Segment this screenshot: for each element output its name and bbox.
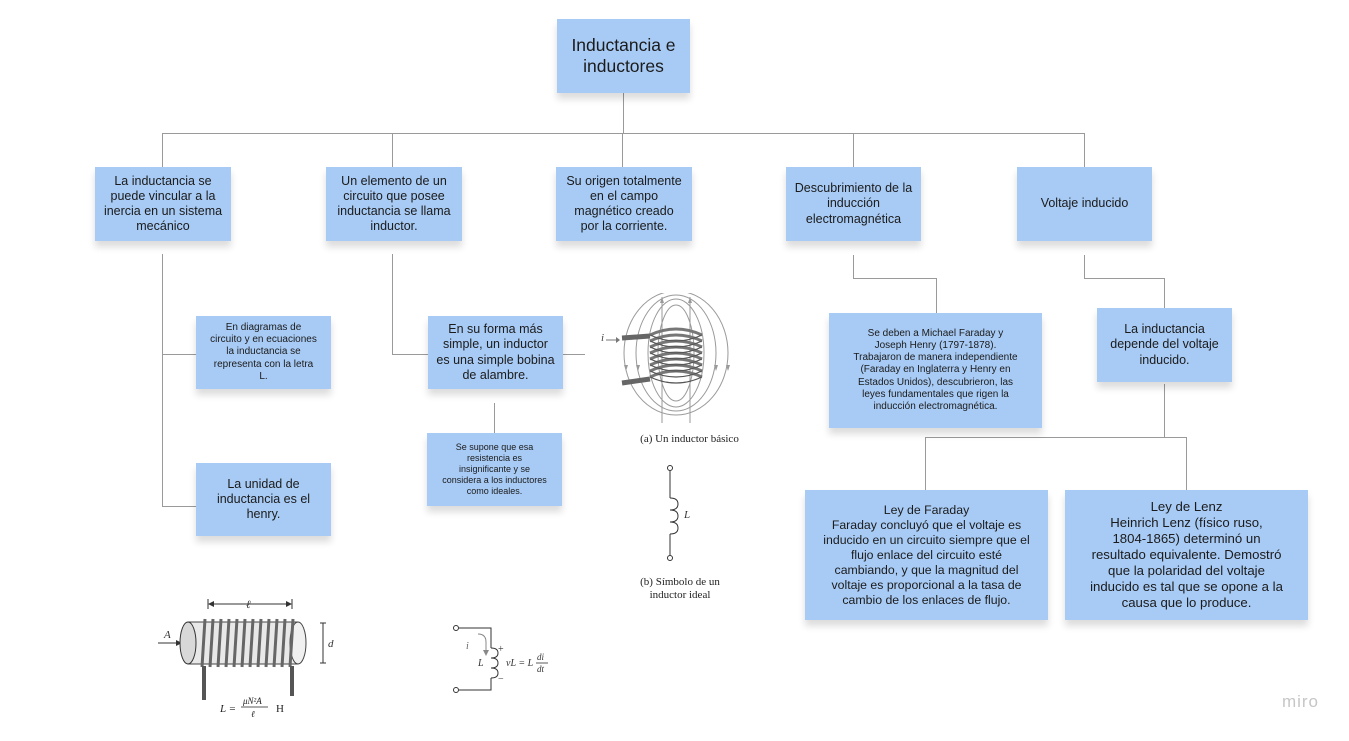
note-bobina[interactable]: En su forma más simple, un inductor es u… <box>428 316 563 389</box>
ideal-inductor-symbol: L <box>667 465 690 561</box>
current-label: i <box>601 332 604 344</box>
solenoid-figure: ℓ A d L = μN²A ℓ H <box>158 599 334 719</box>
central-topic-note[interactable]: Inductancia e inductores <box>557 19 690 93</box>
voltage-formula: vL = L <box>506 658 534 669</box>
formula-denominator: ℓ <box>251 709 255 719</box>
di-label: di <box>537 652 545 662</box>
branch-note-inercia[interactable]: La inductancia se puede vincular a la in… <box>95 167 231 241</box>
plus-sign: + <box>498 644 504 655</box>
area-label: A <box>163 629 171 641</box>
branch-note-descubrimiento[interactable]: Descubrimiento de la inducción electroma… <box>786 167 921 241</box>
note-ley-faraday[interactable]: Ley de Faraday Faraday concluyó que el v… <box>805 490 1048 620</box>
miro-logo: miro <box>1281 692 1319 711</box>
note-faraday-henry[interactable]: Se deben a Michael Faraday y Joseph Henr… <box>829 313 1042 428</box>
diameter-label: d <box>328 638 334 650</box>
note-depende-voltaje[interactable]: La inductancia depende del voltaje induc… <box>1097 308 1232 382</box>
note-letra-l[interactable]: En diagramas de circuito y en ecuaciones… <box>196 316 331 389</box>
note-unidad-henry[interactable]: La unidad de inductancia es el henry. <box>196 463 331 536</box>
caption-simbolo-ideal: (b) Símbolo de un inductor ideal <box>640 576 720 602</box>
formula-numerator: μN²A <box>242 696 262 706</box>
branch-note-inductor[interactable]: Un elemento de un circuito que posee ind… <box>326 167 462 241</box>
minus-sign: − <box>498 674 504 685</box>
inductor-voltage-figure: i L + − vL = L di dt <box>453 625 548 693</box>
length-label: ℓ <box>246 599 251 611</box>
caption-inductor-basico: (a) Un inductor básico <box>640 433 739 445</box>
branch-note-voltaje-inducido[interactable]: Voltaje inducido <box>1017 167 1152 241</box>
note-inductores-ideales[interactable]: Se supone que esa resistencia es insigni… <box>427 433 562 506</box>
note-ley-lenz[interactable]: Ley de Lenz Heinrich Lenz (físico ruso, … <box>1065 490 1308 620</box>
current-i-label: i <box>466 641 469 652</box>
inductor-L-label: L <box>683 509 690 521</box>
dt-label: dt <box>537 664 545 674</box>
inductor-L-label-2: L <box>477 658 484 669</box>
branch-note-origen[interactable]: Su origen totalmente en el campo magnéti… <box>556 167 692 241</box>
inductor-field-figure: i <box>601 293 730 423</box>
formula-L: L = <box>219 703 236 715</box>
formula-unit: H <box>276 703 284 715</box>
